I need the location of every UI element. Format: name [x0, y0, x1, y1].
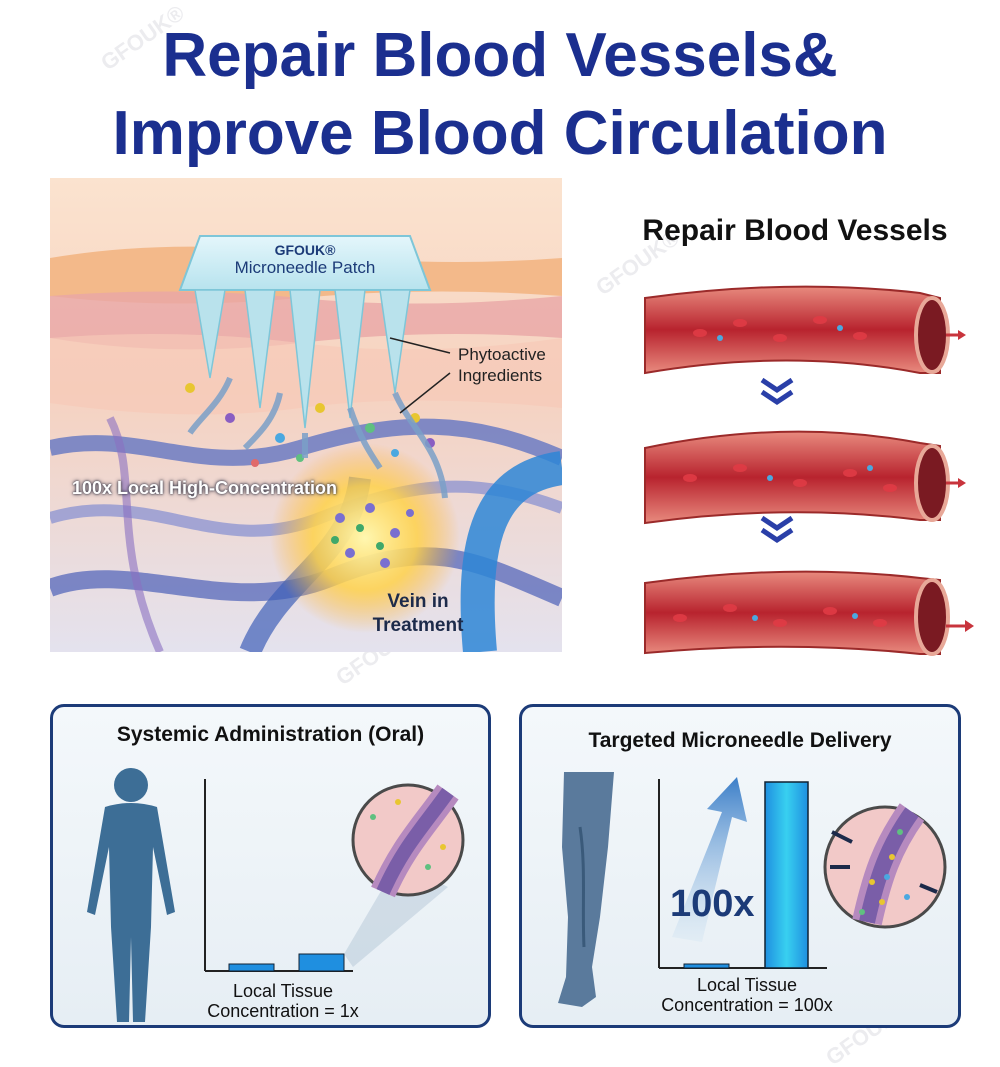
- phytoactive-label-line-2: Ingredients: [458, 366, 543, 385]
- oral-administration-panel: Systemic Administration (Oral) Local Tis…: [50, 704, 491, 1028]
- microneedle-chart-caption: Local Tissue Concentration = 100x: [642, 975, 852, 1015]
- vein-label-line-1: Vein in: [387, 591, 449, 612]
- oral-caption-line-2: Concentration = 1x: [207, 1001, 359, 1021]
- patch-brand: GFOUK®: [274, 242, 336, 258]
- page-title-line-1: Repair Blood Vessels&: [162, 21, 838, 90]
- patch-label: Microneedle Patch: [234, 258, 376, 277]
- microneedle-panel-graphic: [558, 772, 947, 1007]
- vessel-repair-graphic: [644, 285, 974, 656]
- multiplier-label: 100x: [670, 883, 755, 925]
- microneedle-caption-line-2: Concentration = 100x: [661, 995, 833, 1015]
- microneedle-delivery-panel: Targeted Microneedle Delivery: [519, 704, 961, 1028]
- skin-cross-section-illustration: GFOUK® Microneedle Patch Phytoactive Ing…: [46, 178, 566, 657]
- vein-label-line-2: Treatment: [372, 615, 464, 636]
- microneedle-panel-title: Targeted Microneedle Delivery: [588, 729, 892, 752]
- patch-label-block: GFOUK® Microneedle Patch: [200, 242, 410, 278]
- oral-panel-title: Systemic Administration (Oral): [116, 723, 425, 746]
- page-title-line-2: Improve Blood Circulation: [112, 99, 888, 168]
- vessel-repair-illustration: [640, 278, 980, 658]
- skin-cross-section-graphic: [46, 178, 566, 657]
- vein-label: Vein in Treatment: [358, 590, 478, 638]
- phytoactive-label-line-1: Phytoactive: [458, 345, 546, 364]
- vessel-panel-title: Repair Blood Vessels: [642, 214, 948, 247]
- oral-panel-graphic: [87, 768, 465, 1022]
- microneedle-caption-line-1: Local Tissue: [696, 975, 798, 995]
- human-body-icon: [87, 768, 175, 1022]
- concentration-label: 100x Local High-Concentration: [72, 478, 338, 498]
- oral-caption-line-1: Local Tissue: [232, 981, 334, 1001]
- oral-chart-caption: Local Tissue Concentration = 1x: [188, 981, 378, 1021]
- phytoactive-label: Phytoactive Ingredients: [458, 344, 546, 386]
